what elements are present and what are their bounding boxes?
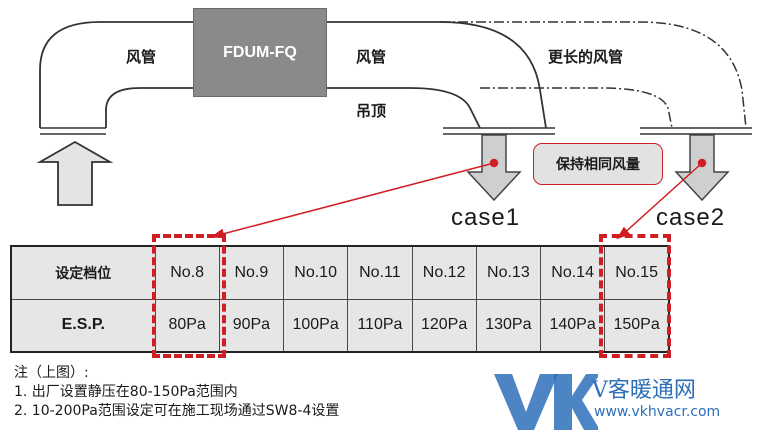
right-duct [327,21,547,129]
down-arrow-icon [466,134,522,202]
down-arrow-icon [674,134,730,202]
site-logo: V客暖通网 www.vkhvacr.com [488,364,758,434]
esp-cell: 130Pa [475,298,542,353]
esp-cell: 100Pa [282,298,349,353]
setting-cell: No.9 [218,245,285,300]
ceiling-label: 吊顶 [356,102,387,120]
notes-title: 注（上图）: [14,365,89,381]
esp-cell: 150Pa [604,298,670,353]
note-line-2: 2. 10-200Pa范围设定可在施工现场通过SW8-4设置 [14,403,340,419]
setting-cell: No.14 [539,245,606,300]
left-duct [39,21,193,128]
duct-diagram: FDUM-FQ 风管 风管 吊顶 更长的风管 保持相同风量 case1 case… [36,8,752,240]
case2-label: case2 [656,204,726,231]
row-header-esp: E.S.P. [10,298,156,353]
setting-cell: No.10 [282,245,349,300]
same-airflow-label: 保持相同风量 [556,157,640,173]
same-airflow-callout: 保持相同风量 [533,143,663,185]
table-row: E.S.P. 80Pa 90Pa 100Pa 110Pa 120Pa 130Pa… [10,298,670,353]
longer-duct [440,21,747,129]
setting-cell: No.8 [154,245,220,300]
setting-cell: No.13 [475,245,542,300]
up-arrow-icon [36,140,114,206]
unit-box: FDUM-FQ [193,8,327,97]
duct-right-label: 风管 [356,48,387,66]
unit-label: FDUM-FQ [223,43,297,61]
notes: 注（上图）: 1. 出厂设置静压在80-150Pa范围内 2. 10-200Pa… [14,364,339,421]
vk-logo-mark [494,374,600,430]
esp-cell: 90Pa [218,298,285,353]
esp-cell: 120Pa [411,298,477,353]
table-row: 设定档位 No.8 No.9 No.10 No.11 No.12 No.13 N… [10,245,670,300]
logo-name: V客暖通网 [592,378,696,403]
setting-cell: No.15 [604,245,670,300]
setting-cell: No.12 [411,245,477,300]
esp-cell: 110Pa [347,298,413,353]
esp-table: 设定档位 No.8 No.9 No.10 No.11 No.12 No.13 N… [10,245,670,353]
case1-label: case1 [451,204,521,231]
esp-cell: 80Pa [154,298,220,353]
logo-url: www.vkhvacr.com [594,404,721,420]
duct-left-label: 风管 [126,48,157,66]
ceiling-lines [40,127,752,135]
note-line-1: 1. 出厂设置静压在80-150Pa范围内 [14,384,238,400]
esp-cell: 140Pa [539,298,606,353]
row-header-setting: 设定档位 [10,245,156,300]
longer-duct-label: 更长的风管 [548,48,624,66]
setting-cell: No.11 [347,245,413,300]
